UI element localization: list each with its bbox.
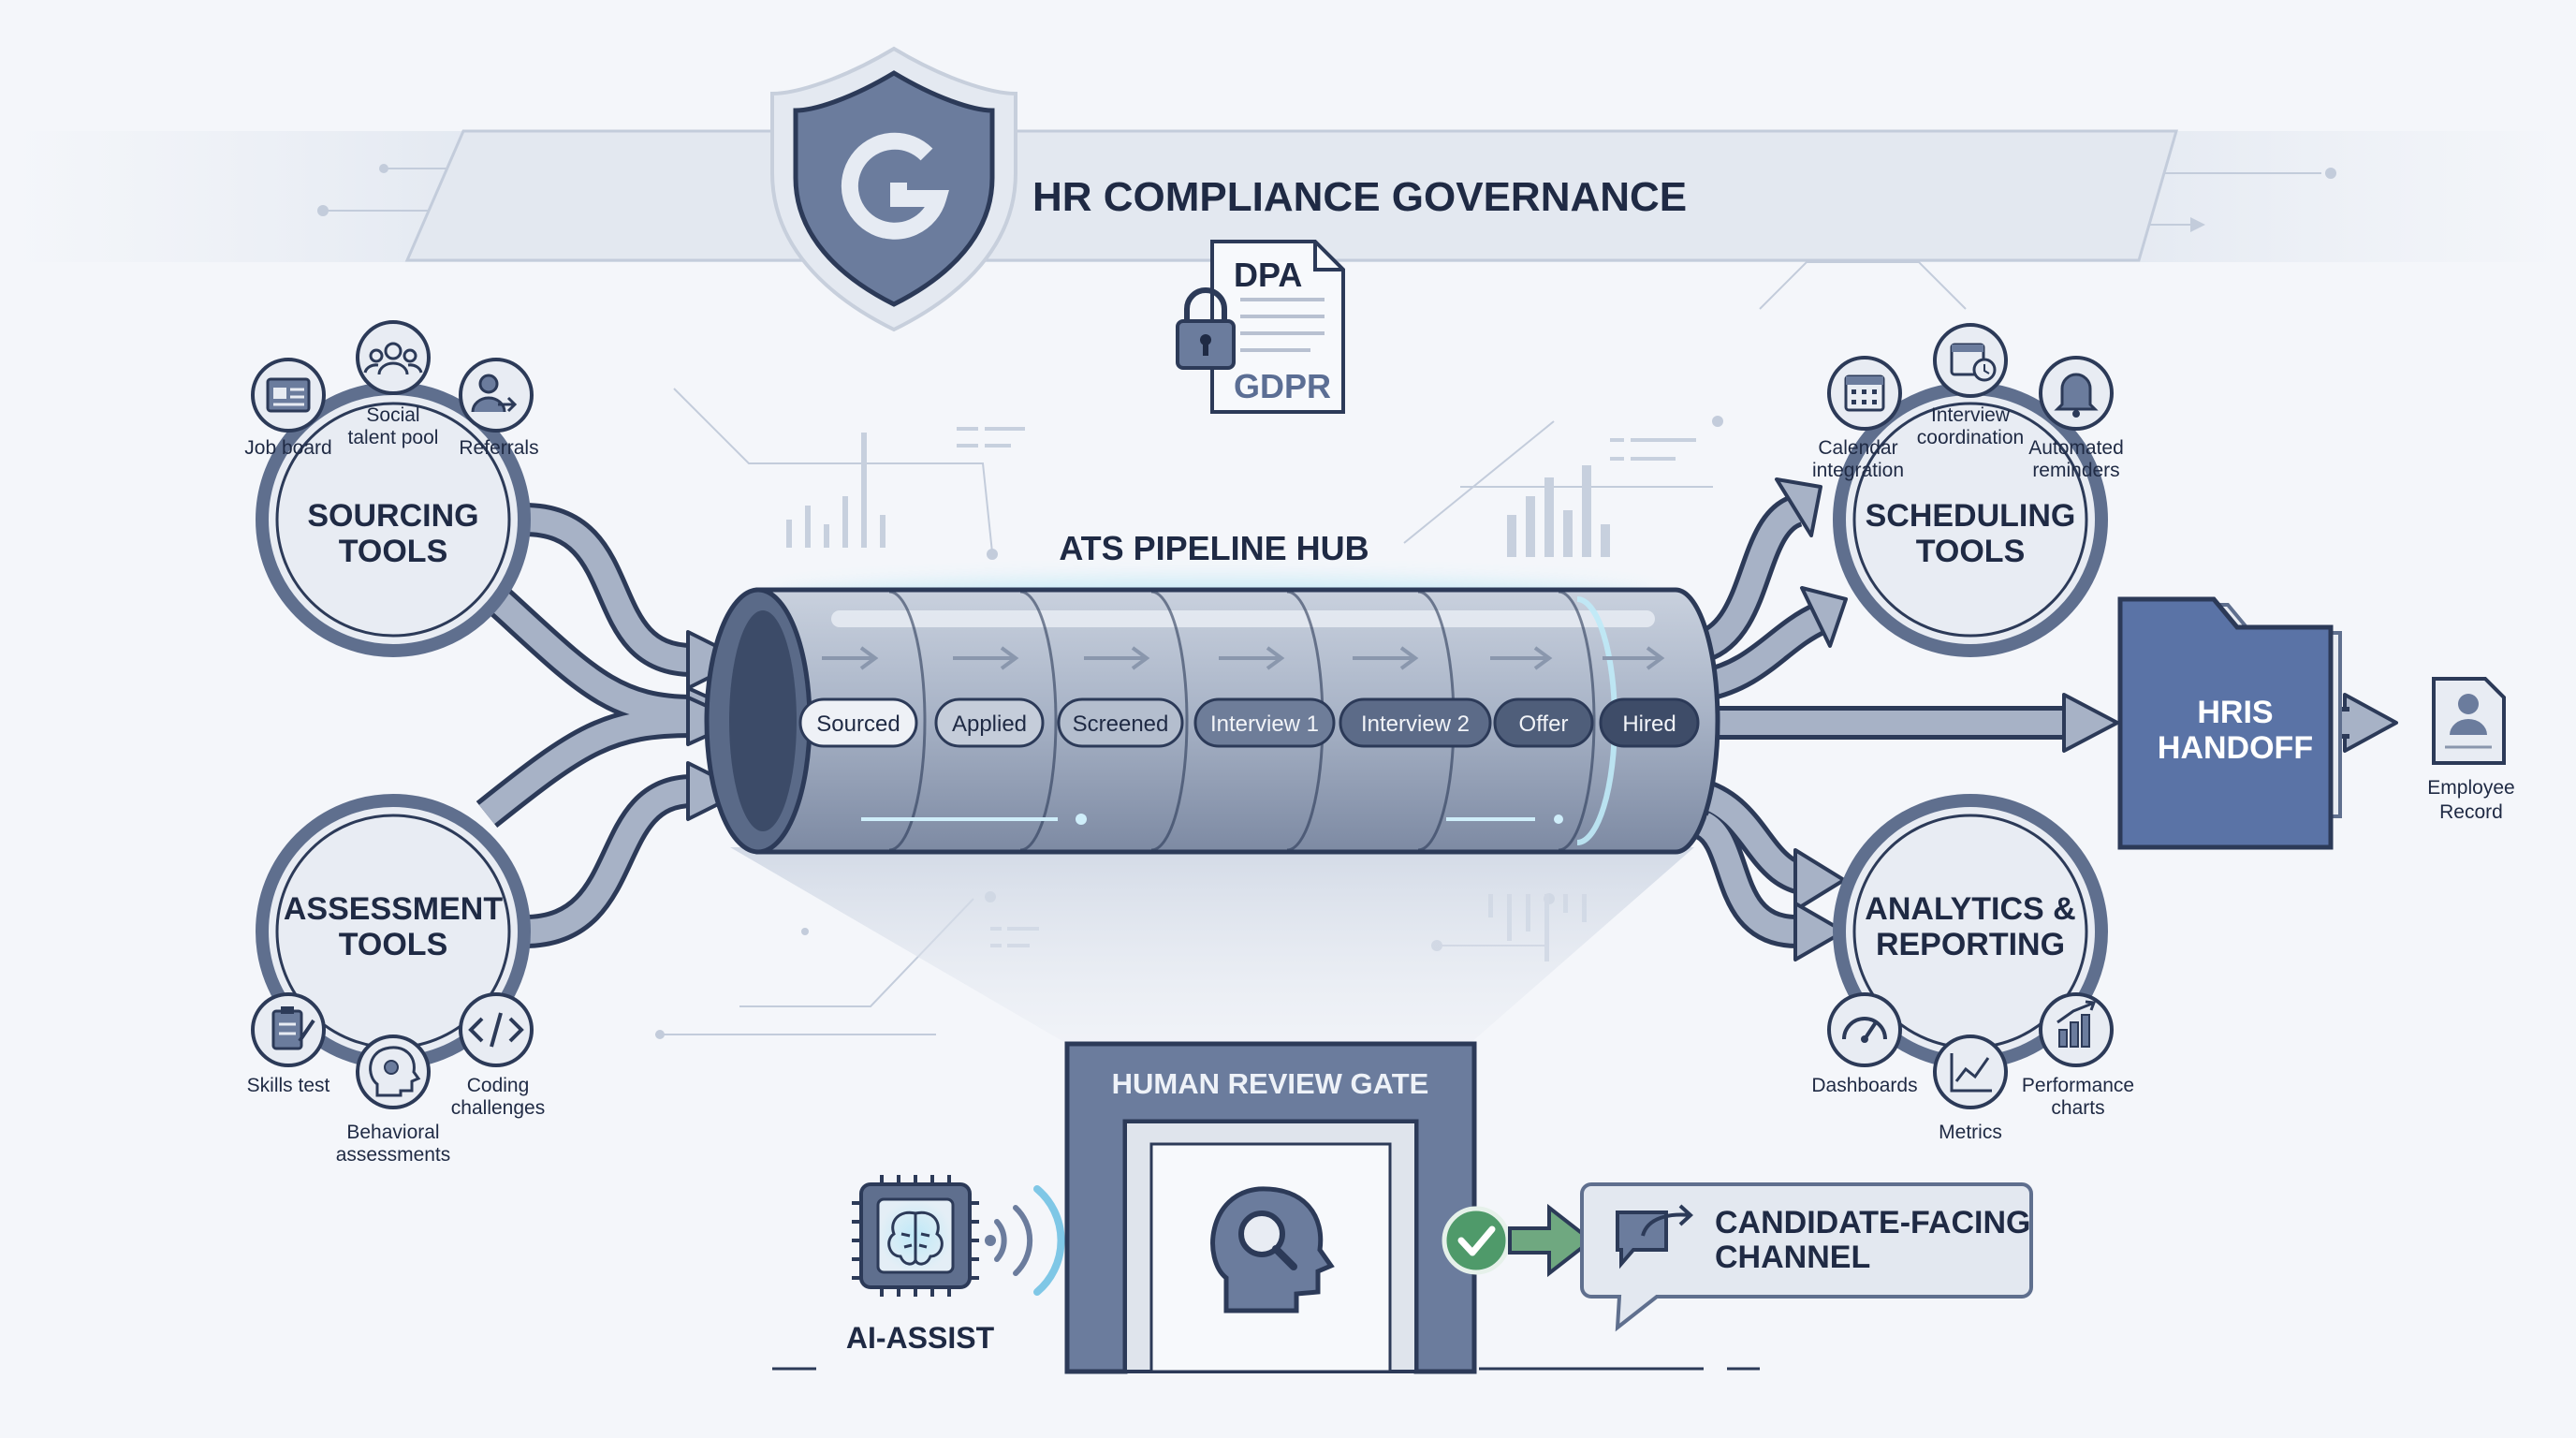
calendar-label-1: Calendar — [1818, 437, 1897, 459]
stage-pill[interactable] — [934, 697, 1045, 748]
sourcing-title-line1: SOURCING — [307, 498, 478, 534]
scheduling-title-line1: SCHEDULING — [1866, 498, 2076, 534]
skills-test-label: Skills test — [247, 1075, 330, 1096]
brain-icon — [887, 1211, 944, 1266]
sourcing-title-line2: TOOLS — [339, 534, 448, 569]
approval-arrow — [1508, 1203, 1595, 1278]
gauge-icon — [1827, 992, 1902, 1067]
gdpr-label: GDPR — [1234, 367, 1331, 405]
stage-pill[interactable] — [1493, 697, 1594, 748]
social-pool-icon — [356, 320, 431, 395]
bar-chart-icon — [2039, 992, 2114, 1067]
candidate-channel-line2: CHANNEL — [1715, 1240, 1870, 1275]
analytics-cluster: ANALYTICS & REPORTING Dashboards Metrics… — [1811, 794, 2134, 1143]
signal-waves-icon — [994, 1185, 1065, 1296]
scheduling-tools-cluster: SCHEDULING TOOLS Calendar integration In… — [1812, 323, 2124, 657]
metrics-label: Metrics — [1939, 1122, 2002, 1143]
bell-icon — [2039, 356, 2114, 431]
stage-label: Interview 1 — [1210, 712, 1319, 737]
ats-pipeline-hub: ATS PIPELINE HUB Sour — [704, 529, 1720, 855]
approval-flow: CANDIDATE-FACING CHANNEL — [1442, 1182, 2033, 1332]
dashboards-label: Dashboards — [1811, 1075, 1917, 1096]
analytics-title-line1: ANALYTICS & — [1865, 891, 2075, 927]
ai-assist-chip: AI-ASSIST — [846, 1175, 1065, 1355]
check-icon — [1442, 1206, 1511, 1275]
stage-label: Screened — [1073, 712, 1169, 737]
employee-record-label-2: Record — [2439, 801, 2503, 823]
stage-pill[interactable] — [1339, 697, 1492, 748]
job-board-label: Job board — [244, 437, 331, 459]
dpa-document-icon: DPA GDPR — [1176, 240, 1345, 414]
stage-label: Sourced — [816, 712, 900, 737]
code-icon — [459, 992, 534, 1067]
stage-label: Applied — [952, 712, 1027, 737]
hris-line1: HRIS — [2197, 695, 2273, 730]
candidate-channel-line1: CANDIDATE-FACING — [1715, 1205, 2030, 1240]
employee-record-icon — [2432, 677, 2506, 765]
clipboard-icon — [251, 992, 326, 1067]
line-chart-icon — [1933, 1034, 2008, 1109]
assessment-title-line2: TOOLS — [339, 927, 448, 962]
calendar-icon — [1827, 356, 1902, 431]
reminders-label-1: Automated — [2028, 437, 2124, 459]
behavioral-label-2: assessments — [336, 1144, 451, 1166]
head-gear-icon — [356, 1034, 431, 1109]
reminders-label-2: reminders — [2032, 460, 2119, 481]
coding-label-1: Coding — [467, 1075, 530, 1096]
human-review-gate: HUMAN REVIEW GATE — [772, 1041, 1760, 1374]
dpa-label: DPA — [1234, 256, 1302, 294]
stage-pill[interactable] — [1193, 697, 1336, 748]
stage-label: Offer — [1519, 712, 1569, 737]
employee-record-label-1: Employee — [2427, 777, 2514, 799]
calendar-label-2: integration — [1812, 460, 1904, 481]
governance-title: HR COMPLIANCE GOVERNANCE — [1032, 174, 1687, 220]
performance-label-2: charts — [2051, 1097, 2104, 1119]
assessment-tools-cluster: ASSESSMENT TOOLS Skills test Behavioral … — [247, 794, 545, 1166]
stage-pill[interactable] — [798, 697, 918, 748]
hris-line2: HANDOFF — [2158, 730, 2313, 766]
ai-assist-label: AI-ASSIST — [846, 1321, 995, 1355]
connector-arrows — [475, 477, 2398, 961]
coding-label-2: challenges — [451, 1097, 545, 1119]
sourcing-tools-cluster: SOURCING TOOLS Job board Social tal — [244, 320, 539, 657]
shield-icon — [770, 46, 1017, 332]
candidate-channel-box[interactable] — [1580, 1182, 2033, 1332]
hub-title: ATS PIPELINE HUB — [1059, 529, 1368, 567]
analytics-title-line2: REPORTING — [1876, 927, 2065, 962]
referrals-label: Referrals — [459, 437, 538, 459]
stage-pill[interactable] — [1057, 697, 1184, 748]
social-pool-label-2: talent pool — [348, 427, 439, 448]
social-pool-label-1: Social — [366, 404, 419, 426]
pipeline-stages: Sourced Applied Screened Interview 1 Intervi… — [798, 697, 1700, 748]
interview-coord-label-1: Interview — [1931, 404, 2011, 426]
stage-pill[interactable] — [1599, 697, 1700, 748]
review-spotlight-cone — [730, 847, 1694, 1044]
stage-label: Hired — [1622, 712, 1676, 737]
review-gate-title: HUMAN REVIEW GATE — [1112, 1067, 1429, 1100]
performance-label-1: Performance — [2022, 1075, 2134, 1096]
assessment-title-line1: ASSESSMENT — [284, 891, 503, 927]
chat-share-icon — [1616, 1204, 1693, 1269]
hris-handoff-box[interactable] — [2117, 596, 2334, 850]
behavioral-label-1: Behavioral — [346, 1122, 439, 1143]
calendar-clock-icon — [1933, 323, 2008, 398]
governance-banner: HR COMPLIANCE GOVERNANCE DPA GDPR — [404, 46, 2178, 414]
reviewer-head-search-icon — [1210, 1186, 1335, 1313]
referrals-icon — [459, 358, 534, 433]
job-board-icon — [251, 358, 326, 433]
padlock-icon — [1176, 287, 1236, 370]
scheduling-title-line2: TOOLS — [1916, 534, 2026, 569]
interview-coord-label-2: coordination — [1917, 427, 2024, 448]
stage-label: Interview 2 — [1361, 712, 1470, 737]
hris-handoff: HRIS HANDOFF Employee Record — [2117, 596, 2515, 850]
